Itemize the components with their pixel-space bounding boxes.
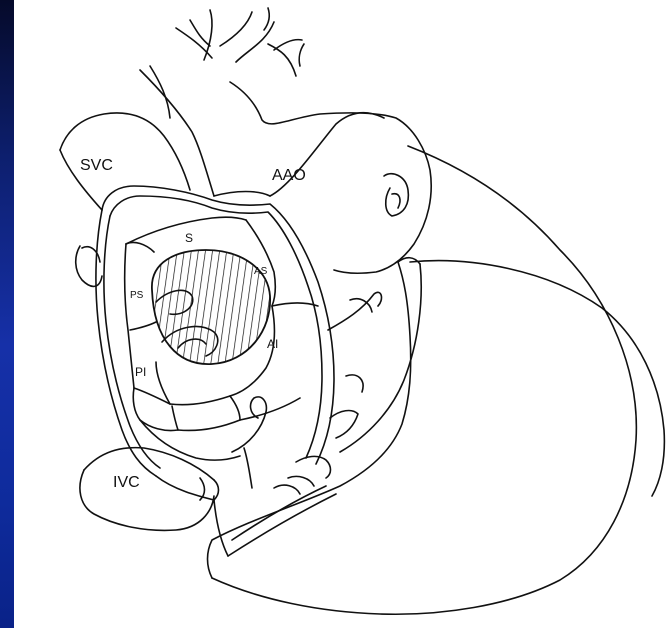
label-ivc: IVC [113,474,140,491]
label-as: AS [254,266,268,277]
ventricle-outline [208,146,665,614]
label-ps: PS [130,290,144,301]
heart-anatomy-drawing: SVC AAO IVC S AS PS AI PI [14,0,671,628]
label-s: S [185,231,193,245]
ventricle-inner [274,292,381,494]
label-pi: PI [135,365,146,379]
hatched-defect [152,250,270,364]
label-aao: AAO [272,167,306,184]
label-ai: AI [267,337,278,351]
slide-side-bar [0,0,14,628]
label-svc: SVC [80,157,113,174]
top-vessels [176,8,304,76]
ivc-vessel [80,448,219,531]
